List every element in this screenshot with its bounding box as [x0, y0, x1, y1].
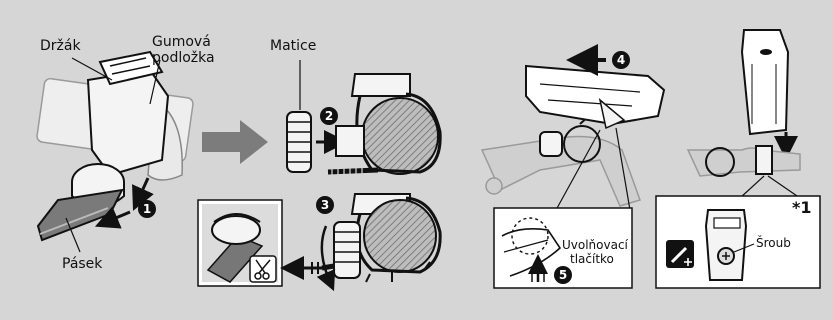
note-marker: *1: [792, 200, 812, 216]
release-button-label-line2: tlačítko: [570, 252, 614, 266]
panel-5-alt-mount: [656, 30, 820, 288]
step-4-badge: 4: [612, 51, 630, 69]
step-1-badge: 1: [138, 200, 156, 218]
panel-2-nut: [287, 60, 440, 177]
step-3-badge: 3: [316, 196, 334, 214]
arrow-right-icon: [202, 120, 268, 164]
rubber-pad-label-line1: Gumová: [152, 34, 211, 50]
rotate-icon: [322, 226, 330, 282]
screw-label: Šroub: [756, 236, 791, 250]
rubber-pad-label-line2: podložka: [152, 50, 215, 66]
strap-label: Pásek: [62, 256, 102, 272]
panel-1-holder: [36, 52, 193, 252]
release-button-label-line1: Uvolňovací: [562, 238, 628, 252]
step-5-badge: 5: [554, 266, 572, 284]
holder-label: Držák: [40, 38, 81, 54]
step-2-badge: 2: [320, 107, 338, 125]
nut-label: Matice: [270, 38, 316, 54]
